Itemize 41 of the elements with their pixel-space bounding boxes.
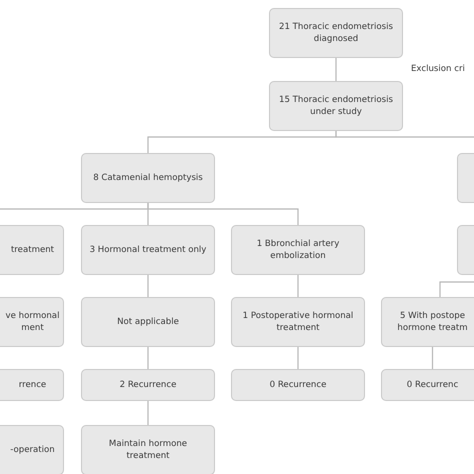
- box-text: 21 Thoracic endometriosis diagnosed: [278, 20, 394, 46]
- process-box: [269, 81, 403, 131]
- process-box: [81, 153, 215, 203]
- box-text: 3 Hormonal treatment only: [90, 244, 206, 256]
- box-text: treatment: [10, 244, 54, 256]
- box-text: rrence: [18, 378, 46, 392]
- process-box: [0, 425, 64, 474]
- process-box: [381, 369, 474, 401]
- connector-line: [147, 401, 149, 425]
- process-box: [81, 225, 215, 275]
- process-box: [81, 425, 215, 474]
- connector-line: [432, 347, 434, 369]
- process-box: [231, 369, 365, 401]
- box-text: 2 Recurrence: [120, 378, 176, 392]
- box-text: 5 With postope hormone treatm: [396, 310, 469, 334]
- box-text: 0 Recurrenc: [406, 378, 458, 392]
- box-text: ve hormonal ment: [4, 310, 60, 334]
- box-text: 0 Recurrence: [270, 378, 326, 392]
- connector-line: [297, 275, 299, 297]
- box-text: -operation: [10, 444, 55, 456]
- process-box: [381, 297, 474, 347]
- box-text: 15 Thoracic endometriosis under study: [278, 94, 394, 118]
- process-box: [0, 225, 64, 275]
- box-text: 1 Postoperative hormonal treatment: [242, 310, 354, 334]
- box-text: Not applicable: [117, 316, 179, 328]
- connector-line: [335, 58, 337, 81]
- box-text: 8 Catamenial hemoptysis: [93, 172, 203, 184]
- process-box: [81, 369, 215, 401]
- box-text: 1 Bbronchial artery embolization: [256, 238, 340, 262]
- process-box: [0, 369, 64, 401]
- connector-line: [297, 347, 299, 369]
- connector-line: [147, 203, 299, 225]
- note-text: Exclusion cri: [411, 64, 465, 74]
- process-box: [231, 225, 365, 275]
- box-text: Maintain hormone treatment: [108, 438, 188, 462]
- connector-line: [147, 347, 149, 369]
- process-box: [81, 297, 215, 347]
- process-box: [0, 297, 64, 347]
- process-box: [269, 8, 403, 58]
- connector-line: [147, 275, 149, 297]
- process-box: [231, 297, 365, 347]
